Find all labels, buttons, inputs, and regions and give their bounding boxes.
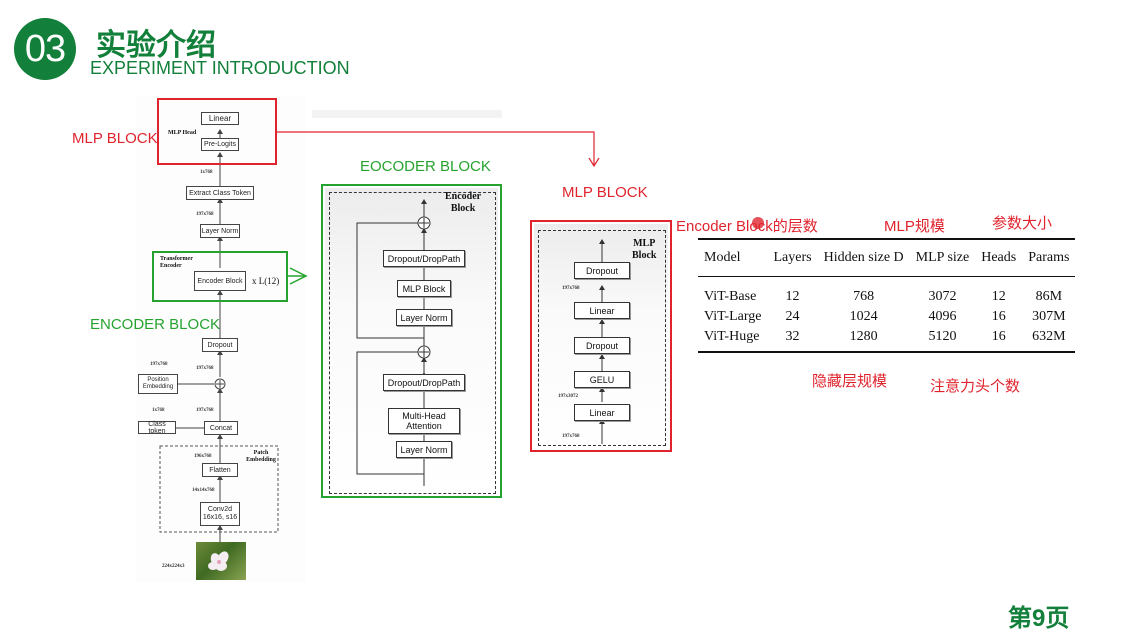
- encoder-block-title: Encoder Block: [445, 191, 482, 214]
- patch-embedding-title: Patch Embedding: [246, 450, 276, 463]
- dim-label: 197x768: [196, 408, 214, 413]
- mlp-head-highlight: [157, 98, 277, 165]
- flower-image: [208, 551, 229, 571]
- col-header-hidden: Hidden size D: [817, 238, 910, 277]
- col-header-model: Model: [698, 238, 768, 277]
- dim-label: 196x768: [194, 454, 212, 459]
- mlp-dropout-top-box: Dropout: [574, 262, 630, 279]
- vit-architecture-diagram: MLP Head Linear Pre-Logits 1x768 Extract…: [136, 96, 306, 582]
- layer-norm-bottom-box: Layer Norm: [396, 441, 452, 458]
- mlp-connectors: [599, 239, 605, 444]
- encoder-block-panel: Encoder Block Dropout/DropPath MLP Block…: [321, 184, 502, 498]
- section-number-badge: 03: [14, 18, 76, 80]
- dim-label: 197x768: [196, 212, 214, 217]
- mlp-block-label-right: MLP BLOCK: [562, 184, 648, 201]
- encoder-highlight: [152, 251, 288, 302]
- mlp-head-title: MLP Head: [168, 130, 197, 136]
- dim-label: 197x768: [196, 366, 214, 371]
- layer-norm-box: Layer Norm: [200, 224, 240, 238]
- mlp-linear-top-box: Linear: [574, 302, 630, 319]
- mlp-size-label: MLP规模: [884, 218, 945, 235]
- col-header-layers: Layers: [767, 238, 818, 277]
- input-image-thumbnail: [196, 542, 246, 580]
- input-dim-label: 224x224x3: [162, 564, 185, 569]
- dim-label: 1x768: [152, 408, 165, 413]
- transformer-encoder-title: Transformer Encoder: [160, 256, 193, 269]
- table-row: ViT-Large 24 1024 4096 16 307M: [704, 309, 1066, 324]
- hidden-size-label: 隐藏层规模: [812, 373, 888, 390]
- dim-label: 1x768: [200, 170, 213, 175]
- encoder-block-layers-label: Encoder Block的层数: [676, 218, 818, 235]
- col-header-params: Params: [1022, 238, 1076, 277]
- dim-label: 197x768: [562, 434, 580, 439]
- eocoder-block-label: EOCODER BLOCK: [360, 158, 491, 175]
- dim-label: 197x768: [562, 286, 580, 291]
- flatten-box: Flatten: [202, 463, 238, 477]
- mlp-block-box: MLP Block: [397, 280, 451, 297]
- page-number: 第9页: [1008, 605, 1070, 632]
- dropout-droppath-bottom-box: Dropout/DropPath: [383, 374, 465, 391]
- extract-class-token-box: Extract Class Token: [186, 186, 254, 200]
- pre-logits-box: Pre-Logits: [201, 138, 239, 151]
- encoder-block-label: ENCODER BLOCK: [90, 316, 221, 333]
- section-title-en: EXPERIMENT INTRODUCTION: [90, 58, 350, 78]
- section-title-cn: 实验介绍: [96, 29, 216, 62]
- vit-params-table: Model Layers Hidden size D MLP size Head…: [698, 238, 1076, 353]
- cursor-dot: [752, 217, 764, 229]
- position-embedding-box: Position Embedding: [138, 374, 178, 394]
- dim-label: 197x3072: [558, 394, 578, 399]
- table-row: ViT-Base 12 768 3072 12 86M: [704, 289, 1063, 304]
- table-row: ViT-Huge 32 1280 5120 16 632M: [698, 327, 1076, 353]
- params-label: 参数大小: [992, 215, 1053, 232]
- concat-box: Concat: [204, 421, 238, 435]
- dim-label: 197x768: [150, 362, 168, 367]
- heads-label: 注意力头个数: [930, 378, 1021, 395]
- col-header-heads: Heads: [975, 238, 1023, 277]
- dropout-droppath-top-box: Dropout/DropPath: [383, 250, 465, 267]
- linear-box: Linear: [201, 112, 239, 125]
- gelu-box: GELU: [574, 371, 630, 388]
- multi-head-attention-box: Multi-Head Attention: [388, 408, 460, 434]
- conv2d-label: Conv2d: [207, 506, 233, 513]
- encoder-block-box: Encoder Block: [194, 271, 246, 291]
- conv2d-params: 16x16, s16: [202, 514, 238, 521]
- col-header-mlp: MLP size: [909, 238, 976, 277]
- mlp-block-label-left: MLP BLOCK: [72, 130, 158, 147]
- dropout-box: Dropout: [202, 338, 238, 352]
- mlp-block-title: MLP Block: [632, 238, 657, 261]
- mlp-linear-bottom-box: Linear: [574, 404, 630, 421]
- class-token-box: Class token: [138, 421, 176, 435]
- mlp-block-panel: MLP Block Dropout 197x768 Linear Dropout…: [530, 220, 672, 452]
- conv2d-box: Conv2d 16x16, s16: [200, 502, 240, 526]
- mlp-dropout-mid-box: Dropout: [574, 337, 630, 354]
- layer-norm-top-box: Layer Norm: [396, 309, 452, 326]
- dim-label: 14x14x768: [192, 488, 215, 493]
- layer-count-label: x L(12): [252, 276, 280, 286]
